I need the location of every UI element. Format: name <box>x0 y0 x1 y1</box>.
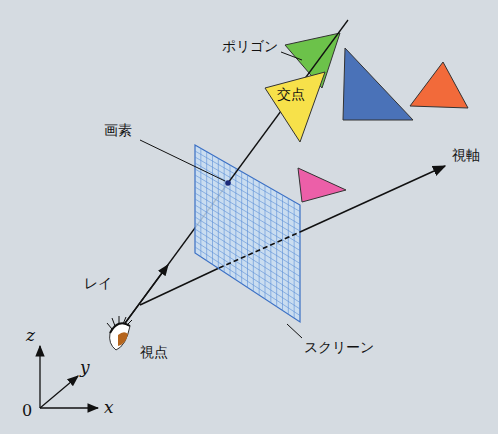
y-axis <box>40 376 78 408</box>
axis-letter: y <box>80 358 90 377</box>
screen <box>195 145 300 322</box>
z-axis <box>39 346 40 408</box>
eye-icon <box>107 316 132 350</box>
origin-label: 0 <box>22 402 32 420</box>
leader-line <box>281 52 302 60</box>
orange-polygon <box>410 62 468 108</box>
view-axis-label: 視軸 <box>452 148 480 163</box>
triangle-outline <box>262 70 328 145</box>
pixel-label: 画素 <box>104 123 132 138</box>
view-axis-hidden <box>219 232 300 268</box>
view-axis-arrow <box>300 166 445 232</box>
view-axis <box>140 268 219 305</box>
screen-label: スクリーン <box>304 340 374 355</box>
pink-polygon <box>298 168 346 202</box>
leader-line <box>140 140 225 181</box>
intersection-polygon: 交点 <box>262 70 328 145</box>
ray-label: レイ <box>84 276 112 291</box>
node-label: 交点 <box>275 87 307 102</box>
pixel-dot <box>225 180 231 186</box>
ray-arrow <box>120 265 168 330</box>
viewpoint-label: 視点 <box>140 345 168 360</box>
axis-letter: z <box>26 326 35 345</box>
polygon-label: ポリゴン <box>222 39 278 54</box>
leader-line <box>287 324 302 338</box>
x-axis <box>40 407 98 408</box>
blue-polygon <box>343 48 413 120</box>
axis-letter: x <box>104 398 114 417</box>
